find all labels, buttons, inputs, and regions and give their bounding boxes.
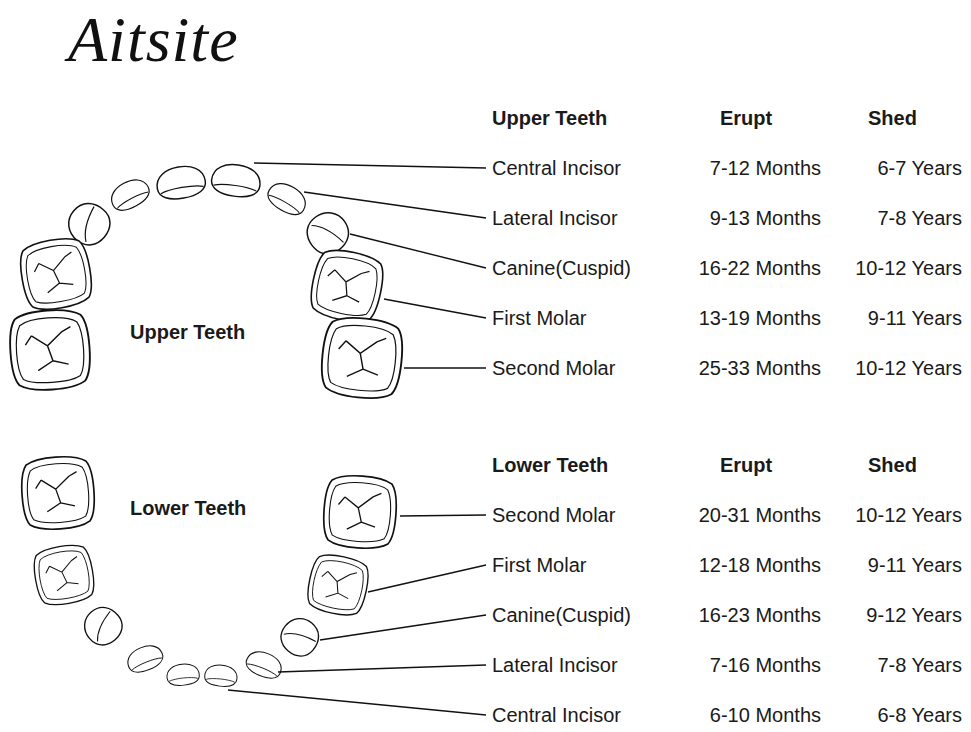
table-cell: Canine(Cuspid)	[492, 256, 631, 280]
leader-lines	[228, 163, 486, 715]
arch-label: Lower Teeth	[130, 496, 246, 520]
column-header: Erupt	[720, 106, 772, 130]
table-cell: 6-10 Months	[710, 703, 821, 727]
column-header: Shed	[868, 106, 917, 130]
table-cell: 10-12 Years	[855, 256, 962, 280]
table-cell: 9-11 Years	[868, 306, 962, 330]
table-cell: 16-22 Months	[699, 256, 821, 280]
table-cell: First Molar	[492, 553, 586, 577]
table-cell: 7-12 Months	[710, 156, 821, 180]
brand-title: Aitsite	[68, 2, 239, 78]
table-cell: 6-7 Years	[877, 156, 962, 180]
table-cell: Central Incisor	[492, 156, 621, 180]
table-cell: Second Molar	[492, 356, 615, 380]
column-header: Upper Teeth	[492, 106, 607, 130]
table-cell: Canine(Cuspid)	[492, 603, 631, 627]
table-cell: 9-11 Years	[868, 553, 962, 577]
table-cell: Lateral Incisor	[492, 206, 618, 230]
table-cell: 10-12 Years	[855, 356, 962, 380]
table-cell: Second Molar	[492, 503, 615, 527]
table-cell: 25-33 Months	[699, 356, 821, 380]
table-cell: Lateral Incisor	[492, 653, 618, 677]
table-cell: First Molar	[492, 306, 586, 330]
column-header: Lower Teeth	[492, 453, 608, 477]
table-cell: 20-31 Months	[699, 503, 821, 527]
table-cell: 6-8 Years	[877, 703, 962, 727]
table-cell: 13-19 Months	[699, 306, 821, 330]
table-cell: 12-18 Months	[699, 553, 821, 577]
table-cell: 7-16 Months	[710, 653, 821, 677]
column-header: Erupt	[720, 453, 772, 477]
table-cell: 7-8 Years	[877, 653, 962, 677]
table-cell: 16-23 Months	[699, 603, 821, 627]
table-cell: 10-12 Years	[855, 503, 962, 527]
table-cell: 9-13 Months	[710, 206, 821, 230]
arch-label: Upper Teeth	[130, 320, 245, 344]
table-cell: 7-8 Years	[877, 206, 962, 230]
table-cell: Central Incisor	[492, 703, 621, 727]
table-cell: 9-12 Years	[866, 603, 962, 627]
column-header: Shed	[868, 453, 917, 477]
